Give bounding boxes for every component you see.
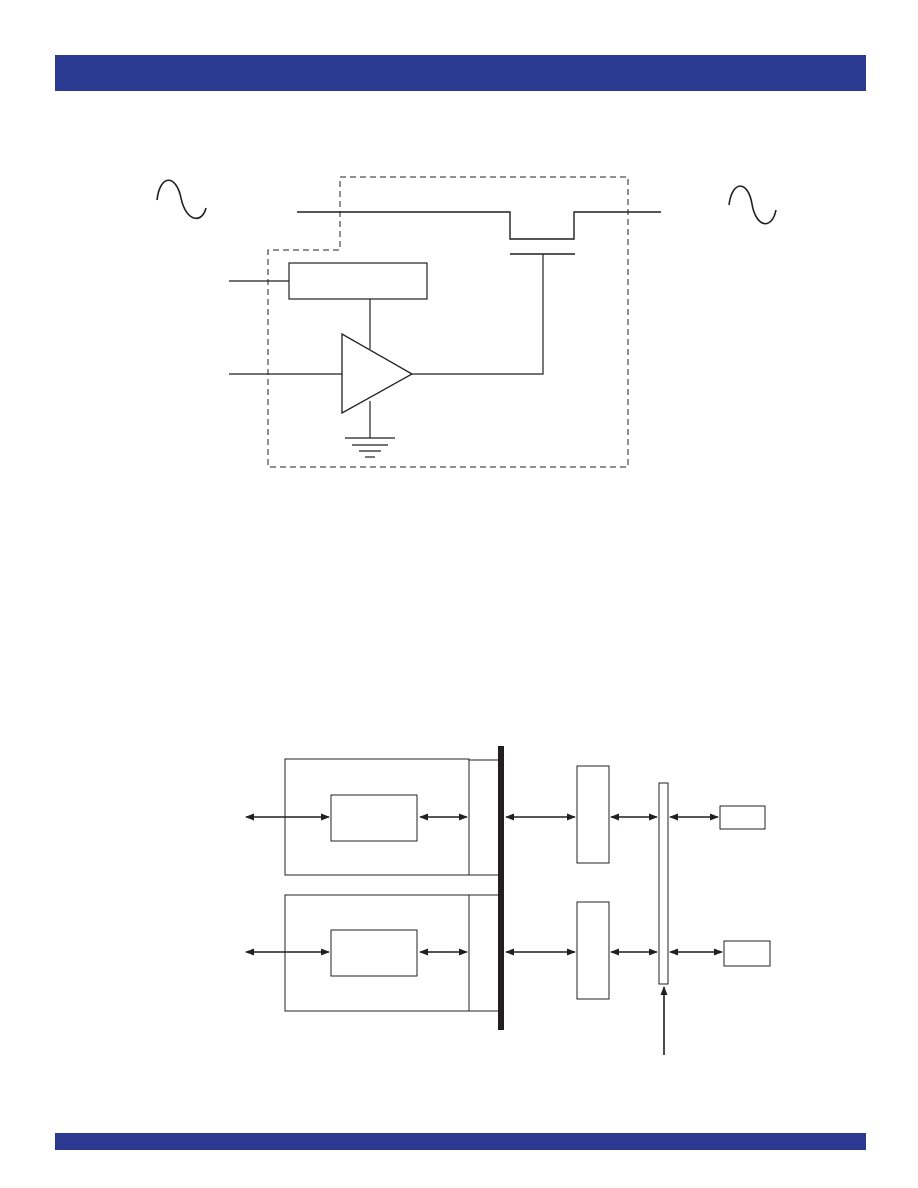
end-block-lower [723,940,771,967]
gate-feed-line [412,254,544,375]
backplane-bus [498,746,504,1030]
block-diagram [245,746,771,1055]
footer-band [55,1133,866,1150]
signal-line [297,211,661,240]
end-block-upper [719,805,766,830]
mid-block-lower [576,901,610,1000]
module-lower [245,894,501,1012]
switch-bar [658,782,669,985]
header-band [55,55,866,91]
output-sine-wave-icon [728,185,777,225]
inner-block-upper [330,794,418,842]
module-upper [245,758,501,876]
amplifier-icon [341,332,414,415]
mid-block-upper [576,765,610,864]
input-sine-wave-icon [156,179,207,219]
circuit-diagram [156,176,777,468]
ground-icon [345,437,395,458]
inner-block-lower [330,929,418,977]
control-block [288,262,428,300]
